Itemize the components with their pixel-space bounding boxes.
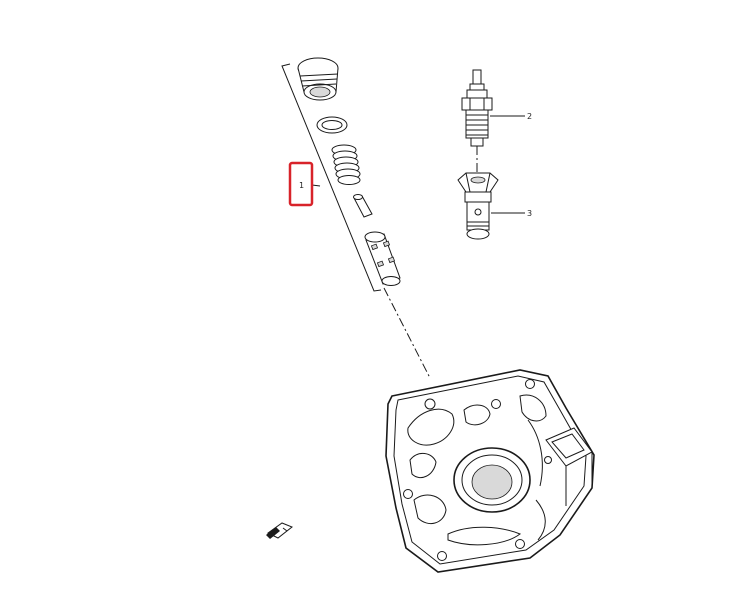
assembly-axis-line [383,287,431,379]
pin[interactable] [353,194,373,218]
relief-valve[interactable] [364,231,401,286]
relief-plug[interactable] [297,57,339,101]
highlight-box [288,161,314,207]
o-ring[interactable] [316,116,348,134]
spring[interactable] [331,144,361,185]
callout-3-label[interactable]: 3 [527,209,532,218]
connector-fitting[interactable] [461,69,525,147]
group-bracket [281,63,382,292]
callout-1[interactable]: 1 [288,161,314,207]
callout-2-label[interactable]: 2 [527,112,532,121]
direction-arrow-icon [266,522,293,539]
pump-housing[interactable] [385,369,595,573]
callout-1-label: 1 [299,181,304,190]
hex-bolt[interactable] [457,172,525,240]
